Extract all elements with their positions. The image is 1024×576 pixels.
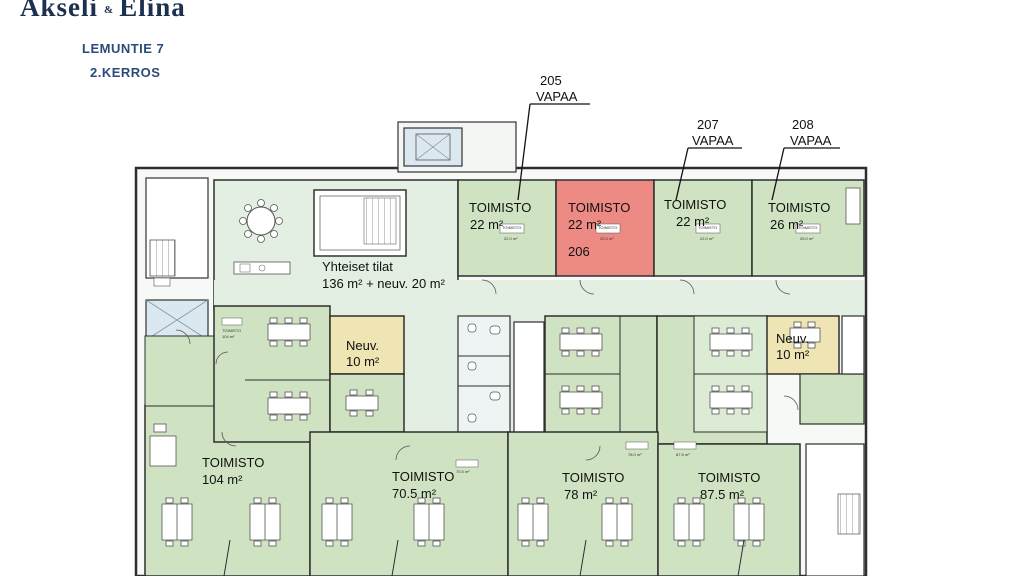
wc-block — [457, 315, 511, 435]
brand-second-word: Elina — [119, 0, 186, 22]
svg-text:TOIMISTO: TOIMISTO — [222, 328, 241, 333]
kitchenette — [233, 261, 291, 275]
east-stair-core — [805, 443, 865, 576]
electrical-room — [841, 315, 865, 375]
meeting-left-area: 10 m² — [346, 354, 380, 369]
brand-logo: Akseli&Elina — [20, 0, 186, 23]
tag-78: 78.0 m² — [625, 441, 649, 457]
meeting-left-name: Neuv. — [346, 338, 379, 353]
tag-206: TOIMISTO 22.0 m² — [595, 223, 621, 241]
partitions — [223, 539, 745, 576]
left-stair-core — [145, 177, 209, 341]
door-swings — [175, 279, 799, 461]
tag-205: TOIMISTO 22.0 m² — [499, 223, 525, 241]
office-78-name: TOIMISTO — [562, 470, 624, 485]
office-104-name: TOIMISTO — [202, 455, 264, 470]
room-206-number: 206 — [568, 244, 590, 259]
svg-text:TOIMISTO: TOIMISTO — [598, 225, 617, 230]
callout-208-status: VAPAA — [790, 133, 832, 148]
tag-208: TOIMISTO 25.0 m² — [795, 223, 821, 241]
svg-text:104 m²: 104 m² — [222, 334, 235, 339]
brand-first-word: Akseli — [20, 0, 99, 22]
office-875-annex — [799, 373, 865, 425]
tag-875: 87.5 m² — [673, 441, 697, 457]
common-area-name: Yhteiset tilat — [322, 259, 393, 274]
desk-clusters — [161, 497, 765, 547]
tag-705: 70.5 m² — [455, 459, 479, 474]
meeting-tables — [149, 317, 821, 467]
room-208-area: 26 m² — [770, 217, 804, 232]
tag-207: TOIMISTO 22.0 m² — [695, 223, 721, 241]
room-207-area: 22 m² — [676, 214, 710, 229]
north-elevator — [397, 121, 517, 173]
svg-text:87.5 m²: 87.5 m² — [676, 452, 690, 457]
svg-text:22.0 m²: 22.0 m² — [600, 236, 614, 241]
callout-207-number: 207 — [697, 117, 719, 132]
callout-lines — [517, 103, 840, 201]
light-well — [313, 189, 407, 257]
svg-text:22.0 m²: 22.0 m² — [504, 236, 518, 241]
address-label: LEMUNTIE 7 — [82, 41, 165, 56]
svg-text:TOIMISTO: TOIMISTO — [698, 225, 717, 230]
office-208-furniture — [845, 187, 861, 225]
callout-208-number: 208 — [792, 117, 814, 132]
room-205-name: TOIMISTO — [469, 200, 531, 215]
room-206-area: 22 m² — [568, 217, 602, 232]
callout-207-status: VAPAA — [692, 133, 734, 148]
svg-text:TOIMISTO: TOIMISTO — [502, 225, 521, 230]
office-104-area: 104 m² — [202, 472, 243, 487]
meeting-right-area: 10 m² — [776, 347, 810, 362]
office-78-area: 78 m² — [564, 487, 598, 502]
floor-label: 2.KERROS — [90, 65, 161, 80]
common-area-size: 136 m² + neuv. 20 m² — [322, 276, 446, 291]
shaft — [513, 321, 545, 435]
callout-205-number: 205 — [540, 73, 562, 88]
meeting-room-right — [766, 315, 840, 375]
room-205-area: 22 m² — [470, 217, 504, 232]
svg-text:25.0 m²: 25.0 m² — [800, 236, 814, 241]
room-206-name: TOIMISTO — [568, 200, 630, 215]
office-875-area: 87.5 m² — [700, 487, 745, 502]
callout-205-status: VAPAA — [536, 89, 578, 104]
room-208-name: TOIMISTO — [768, 200, 830, 215]
round-table — [239, 199, 283, 243]
meeting-right-name: Neuv. — [776, 331, 809, 346]
office-705-area: 70.5 m² — [392, 486, 437, 501]
office-875-name: TOIMISTO — [698, 470, 760, 485]
svg-text:TOIMISTO: TOIMISTO — [798, 225, 817, 230]
brand-ampersand: & — [104, 3, 114, 16]
svg-text:78.0 m²: 78.0 m² — [628, 452, 642, 457]
meeting-room-left — [329, 315, 405, 375]
office-705-name: TOIMISTO — [392, 469, 454, 484]
room-207-name: TOIMISTO — [664, 197, 726, 212]
svg-text:70.5 m²: 70.5 m² — [456, 469, 470, 474]
svg-text:22.0 m²: 22.0 m² — [700, 236, 714, 241]
